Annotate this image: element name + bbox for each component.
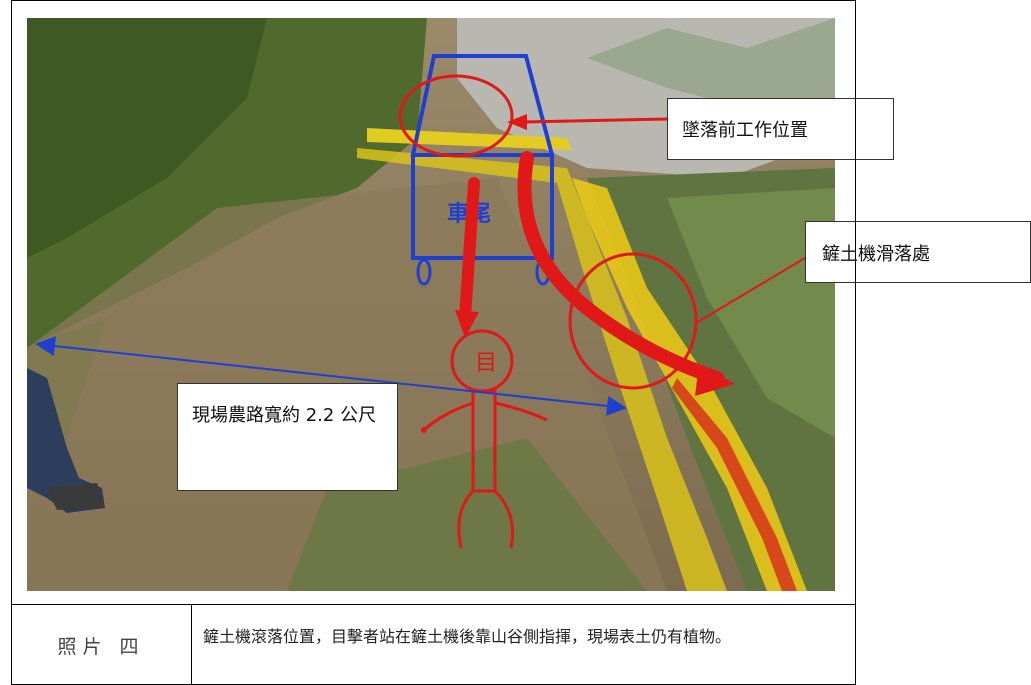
- caption-row: 照片 四 鏟土機滾落位置，目擊者站在鏟土機後靠山谷側指揮，現場表土仍有植物。: [11, 605, 856, 685]
- road-width-label: 現場農路寬約 2.2 公尺: [192, 405, 377, 426]
- photo-cell: [11, 0, 856, 605]
- photo-caption-text: 鏟土機滾落位置，目擊者站在鏟土機後靠山谷側指揮，現場表土仍有植物。: [203, 627, 732, 646]
- slide-location-callout: 鏟土機滑落處: [805, 221, 1031, 283]
- work-position-label: 墜落前工作位置: [682, 120, 808, 141]
- slide-location-label: 鏟土機滑落處: [822, 244, 930, 265]
- work-position-callout: 墜落前工作位置: [667, 98, 894, 160]
- document-frame: [11, 0, 856, 685]
- photo-number-label: 照片 四: [11, 605, 192, 685]
- road-width-callout: 現場農路寬約 2.2 公尺: [177, 383, 398, 491]
